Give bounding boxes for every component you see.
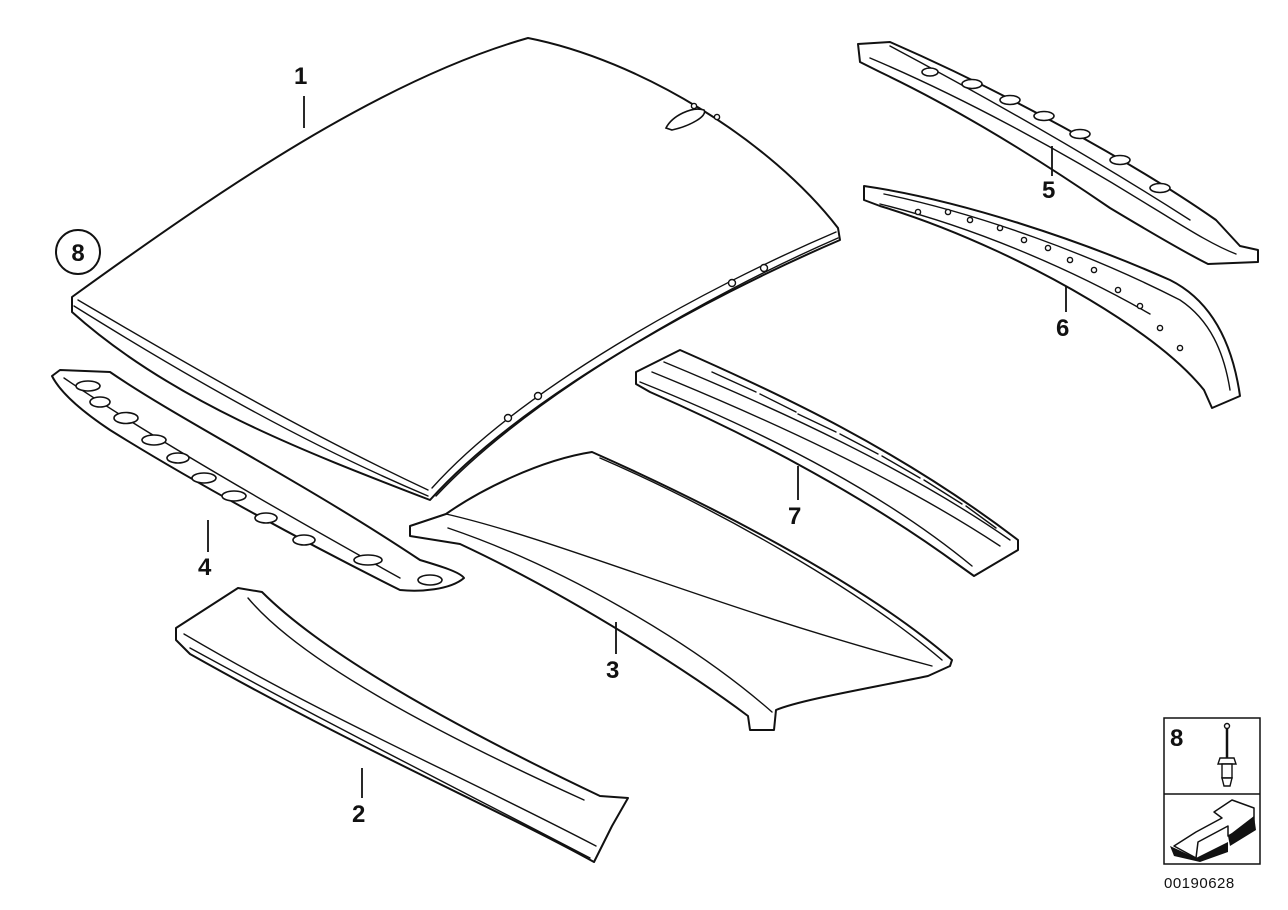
callout-2: 2	[352, 801, 365, 828]
callout-6: 6	[1056, 315, 1069, 342]
centre-roof-bow[interactable]	[635, 349, 1019, 577]
callout-5: 5	[1042, 177, 1055, 204]
callout-4: 4	[198, 554, 212, 581]
legend-box: 8	[1163, 717, 1261, 865]
rear-roof-bow[interactable]	[857, 41, 1259, 265]
reference-code: 00190628	[1164, 875, 1235, 892]
roof-side-rail[interactable]	[863, 185, 1241, 409]
callout-1: 1	[294, 63, 307, 90]
roof-inner-panel[interactable]	[409, 451, 953, 731]
windscreen-frame-trim[interactable]	[175, 587, 629, 863]
rivet-icon	[1217, 722, 1237, 787]
callout-3: 3	[606, 657, 619, 684]
front-roof-bow[interactable]	[51, 369, 465, 592]
callout-7: 7	[788, 503, 801, 530]
roof-panel[interactable]	[71, 37, 841, 501]
direction-arrow-icon	[1170, 799, 1256, 862]
svg-text:8: 8	[71, 240, 84, 267]
legend-item-number: 8	[1170, 725, 1183, 752]
callout-8-circled: 8	[55, 229, 101, 275]
